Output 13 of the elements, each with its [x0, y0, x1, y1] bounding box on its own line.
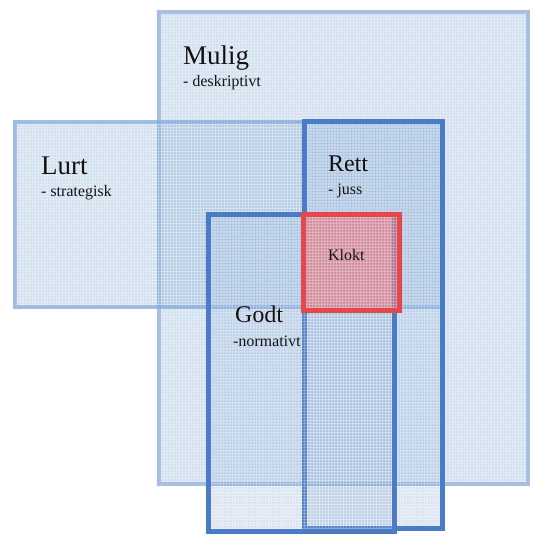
- region-title: Klokt: [328, 248, 364, 264]
- region-subtitle: - deskriptivt: [183, 74, 261, 90]
- region-subtitle: - juss: [328, 182, 362, 198]
- region-title: Mulig: [183, 42, 250, 69]
- good-region: [206, 212, 397, 534]
- region-title: Godt: [235, 303, 283, 327]
- wise-region: [301, 212, 402, 313]
- right-region: [302, 119, 445, 531]
- possible-region: [157, 10, 530, 486]
- region-subtitle: - strategisk: [41, 184, 112, 200]
- region-subtitle: -normativt: [233, 334, 301, 350]
- region-title: Lurt: [41, 152, 88, 179]
- region-title: Rett: [328, 152, 368, 176]
